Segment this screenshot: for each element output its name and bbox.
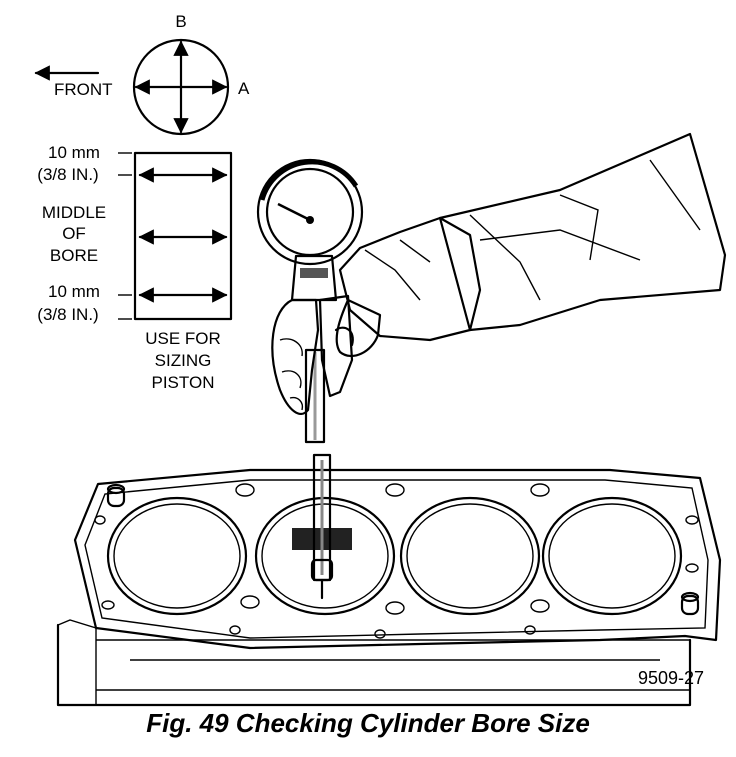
middle-label-1: MIDDLE [42,203,106,222]
dowel-pin-right [680,594,700,616]
bottom-measure-in: (3/8 IN.) [37,305,98,324]
compass-diagram: B A FRONT [34,12,250,136]
gauge-needle [277,202,311,222]
cylinder-bore-3 [399,496,541,616]
thumb [335,298,382,358]
note-line-3: PISTON [152,373,215,392]
middle-label-2: OF [62,224,86,243]
fingers [271,298,320,415]
bore-measure-diagram: 10 mm (3/8 IN.) MIDDLE OF BORE 10 mm (3/… [37,143,233,392]
bore-circle [132,38,230,136]
dowel-pin-left [106,486,126,508]
note-line-1: USE FOR [145,329,221,348]
bore-section [133,151,233,321]
label-a: A [238,79,250,98]
label-b: B [175,12,186,31]
hand-illustration [271,132,727,415]
cylinder-block [56,468,722,707]
label-front: FRONT [54,80,113,99]
figure-caption: Fig. 49 Checking Cylinder Bore Size [146,708,590,738]
cylinder-bore-1 [106,496,248,616]
cylinder-bore-2 [254,496,396,616]
hand-back [338,216,482,342]
bottom-measure-mm: 10 mm [48,282,100,301]
sleeve [438,132,727,332]
gauge-dial-face [265,167,355,257]
top-measure-mm: 10 mm [48,143,100,162]
dial-bore-gauge [256,158,364,600]
middle-label-3: BORE [50,246,98,265]
figure-number: 9509-27 [638,668,704,688]
note-line-2: SIZING [155,351,212,370]
head-gasket [73,468,722,650]
cylinder-bore-4 [541,496,683,616]
top-measure-in: (3/8 IN.) [37,165,98,184]
